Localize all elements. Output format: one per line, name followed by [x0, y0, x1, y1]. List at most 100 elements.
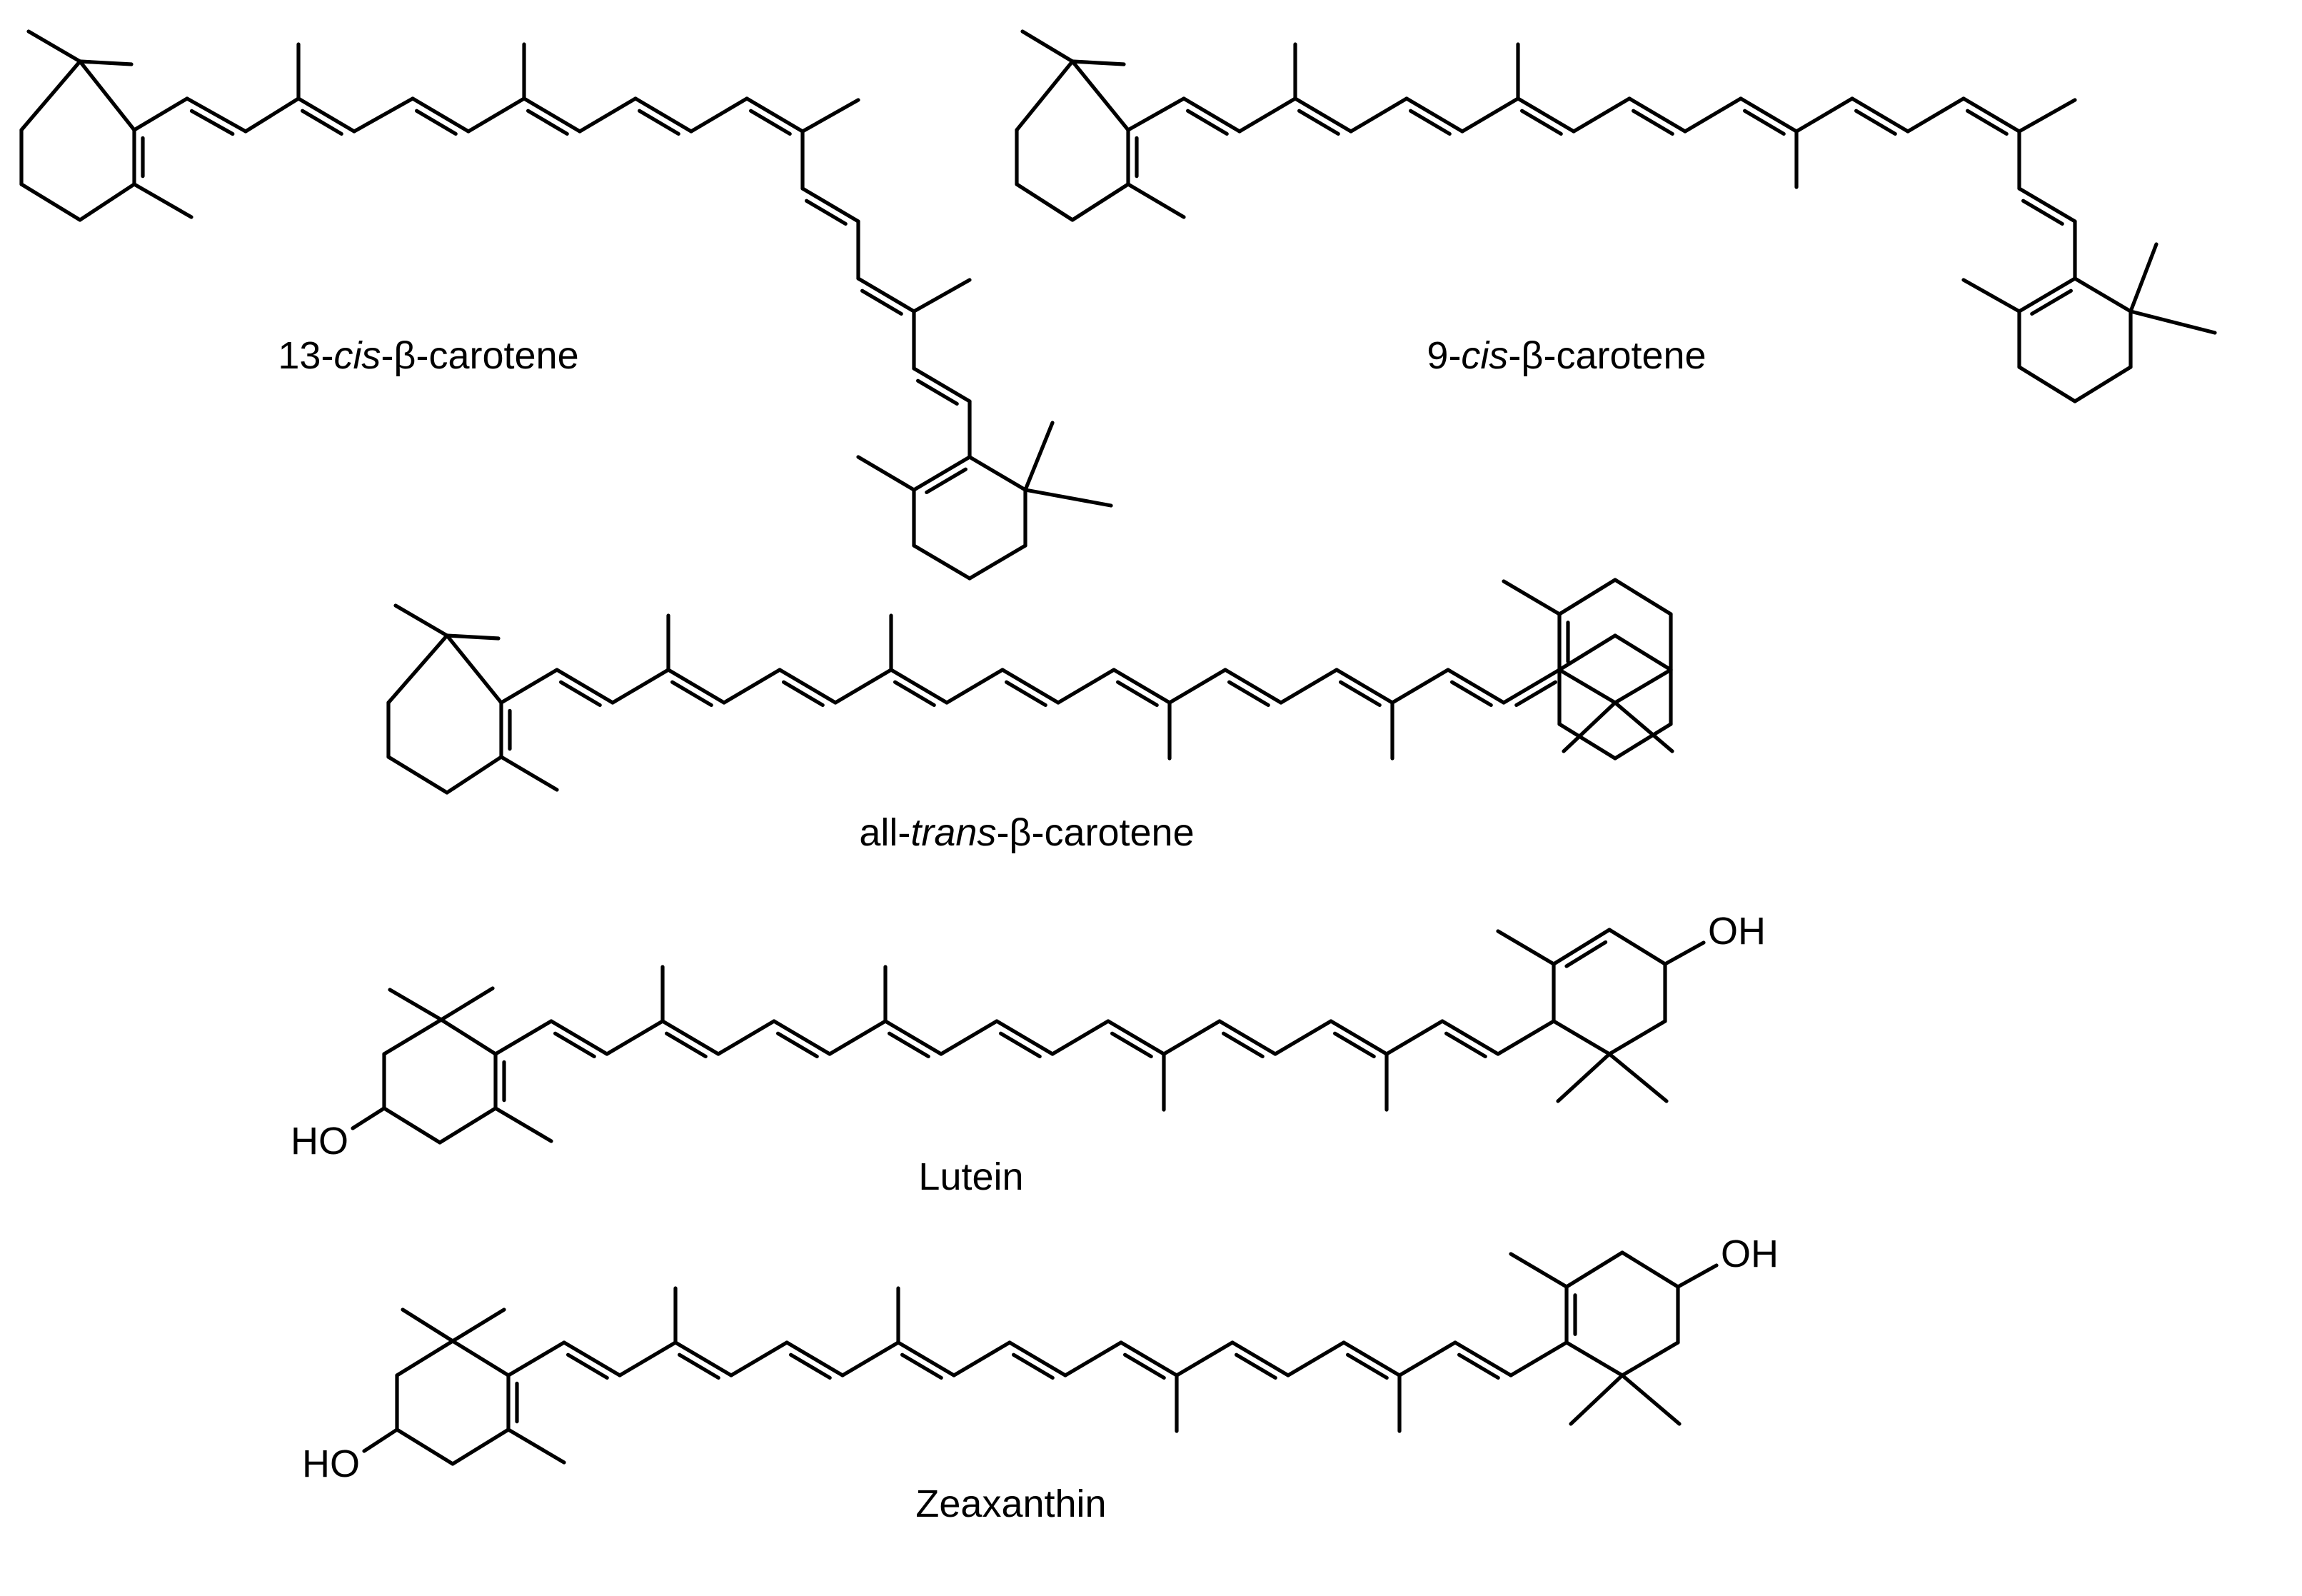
bond — [1162, 1019, 1222, 1056]
bond — [1502, 668, 1562, 705]
double-bond-line — [670, 680, 713, 708]
bond — [1230, 1340, 1290, 1377]
hydroxyl-label: HO — [302, 1442, 360, 1485]
bond — [1273, 1019, 1333, 1056]
bond — [912, 543, 972, 581]
bond — [1126, 96, 1186, 132]
bond — [1607, 1052, 1669, 1103]
bond — [1627, 96, 1687, 134]
label-part: 9- — [1427, 334, 1461, 377]
double-bond-line — [1743, 109, 1786, 136]
bond — [1390, 668, 1450, 705]
double-bond-line — [1564, 940, 1608, 968]
bond — [995, 1019, 1055, 1056]
bond — [351, 1106, 386, 1130]
bond — [78, 182, 136, 222]
bond — [1552, 1019, 1612, 1056]
bond — [386, 755, 449, 795]
double-bond-line — [1966, 109, 2009, 136]
bond — [1223, 668, 1283, 705]
hydroxyl-label: OH — [1721, 1233, 1779, 1275]
label-all-trans-beta-carotene: all-trans-β-carotene — [859, 811, 1194, 854]
bond — [388, 988, 443, 1022]
bond — [445, 633, 501, 641]
bond — [1557, 722, 1617, 761]
double-bond-line — [1520, 109, 1563, 136]
bond — [1056, 668, 1116, 705]
label-part: -β-carotene — [996, 811, 1194, 854]
bond — [578, 96, 638, 134]
label-lutein: Lutein — [918, 1155, 1023, 1198]
bond — [610, 668, 670, 705]
bond — [549, 1019, 609, 1056]
bond — [1613, 668, 1673, 705]
double-bond-line — [900, 1352, 943, 1380]
double-bond-line — [1409, 109, 1452, 136]
bond — [1569, 1373, 1624, 1426]
bond — [1106, 1019, 1166, 1056]
label-part: Lutein — [918, 1155, 1023, 1198]
bond — [1794, 96, 1854, 134]
double-bond-line — [782, 680, 825, 708]
bond — [2017, 186, 2077, 224]
bond — [499, 755, 559, 792]
double-bond-line — [860, 288, 903, 316]
double-bond-line — [1222, 1031, 1265, 1059]
bond — [912, 455, 972, 492]
double-bond-line — [638, 109, 680, 136]
double-bond-line — [1346, 1352, 1389, 1380]
bond — [1217, 1019, 1277, 1056]
bond — [445, 633, 503, 705]
bond — [401, 1308, 455, 1343]
bond — [967, 455, 1027, 492]
bond — [1175, 1340, 1235, 1377]
double-bond-line — [1854, 109, 1897, 136]
bond — [1167, 668, 1227, 705]
bond — [451, 1427, 511, 1466]
bond — [1564, 1250, 1624, 1289]
double-bond-line — [566, 1352, 609, 1380]
bond — [1063, 1340, 1123, 1377]
bond — [19, 182, 82, 222]
bond — [856, 276, 916, 313]
bond — [1007, 1340, 1067, 1377]
bond — [1572, 96, 1632, 134]
double-bond-line — [1444, 1031, 1487, 1059]
double-bond-line — [888, 1031, 930, 1059]
hydroxyl-label: HO — [291, 1120, 348, 1163]
bond — [1906, 96, 1966, 134]
bond — [506, 1340, 566, 1377]
bond — [555, 668, 615, 705]
double-bond-line — [189, 109, 235, 136]
double-bond-line — [301, 109, 343, 136]
bond — [506, 1427, 566, 1465]
bond — [2128, 309, 2217, 335]
bond — [1126, 182, 1186, 219]
bond — [716, 1019, 776, 1056]
bond — [466, 96, 526, 134]
bond — [689, 96, 749, 134]
bond — [352, 96, 415, 134]
bond — [1070, 59, 1126, 66]
double-bond-line — [1514, 680, 1557, 708]
bond — [1557, 578, 1617, 616]
bond — [1556, 1052, 1612, 1103]
bond — [386, 633, 449, 705]
bond — [1850, 96, 1910, 134]
bond — [1502, 579, 1562, 616]
bond — [1446, 668, 1506, 705]
label-part: cis — [333, 334, 381, 377]
bond — [1552, 928, 1612, 966]
bond — [1607, 928, 1667, 966]
bond — [1496, 929, 1556, 966]
bond — [1509, 1340, 1569, 1377]
bond — [1023, 488, 1113, 508]
double-bond-line — [1005, 680, 1047, 708]
label-part: all- — [859, 811, 910, 854]
bond — [1293, 96, 1353, 134]
bond — [1613, 578, 1673, 616]
bond — [722, 668, 782, 705]
double-bond-line — [1457, 1352, 1500, 1380]
bond — [1663, 940, 1706, 966]
